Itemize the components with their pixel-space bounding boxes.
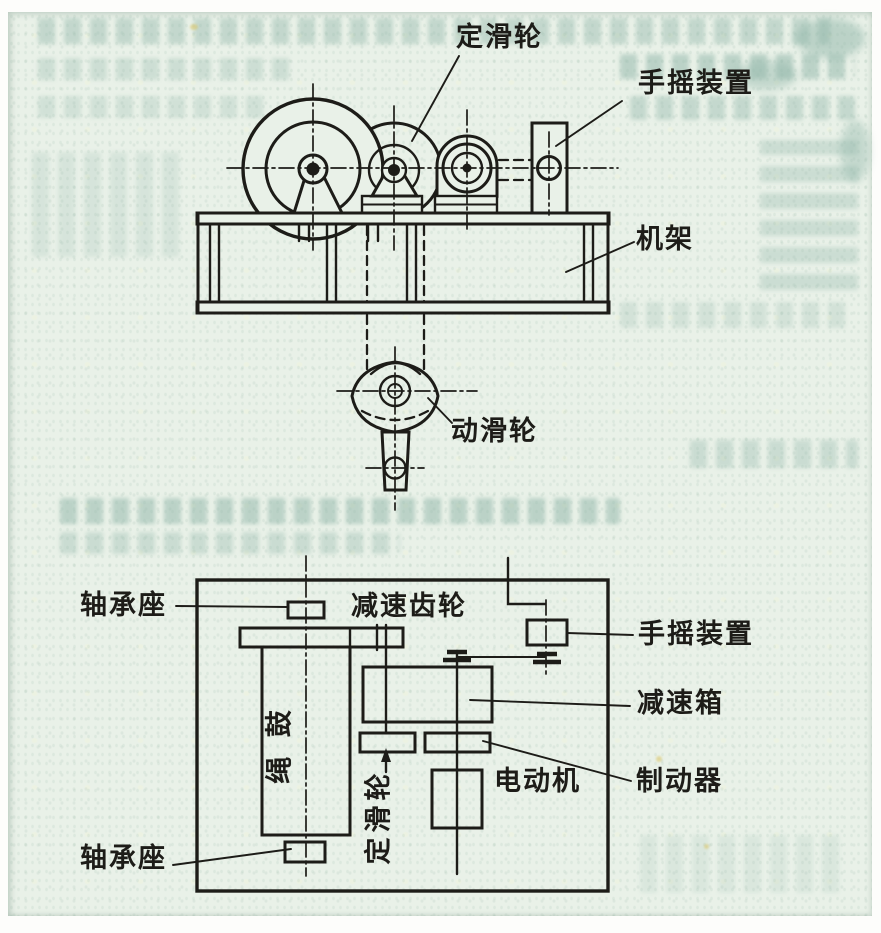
reduction-gear-shaft-bar <box>238 626 405 649</box>
paper-stain <box>656 756 662 762</box>
coupling-symbols <box>443 649 561 665</box>
movable-pulley-view <box>336 346 478 511</box>
fixed-pulley-part <box>358 731 417 754</box>
label-reduction-gear: 减速齿轮 <box>351 591 467 622</box>
label-bearing-seat-top: 轴承座 <box>80 590 167 621</box>
label-hand-crank-plan: 手摇装置 <box>638 619 754 650</box>
hand-crank-part <box>525 618 569 647</box>
label-reduction-box: 减速箱 <box>637 688 724 719</box>
label-leader-lines <box>172 55 635 866</box>
label-motor: 电动机 <box>494 766 581 797</box>
label-bearing-seat-bottom: 轴承座 <box>80 843 167 874</box>
label-hand-crank-elevation: 手摇装置 <box>638 68 754 99</box>
label-frame: 机架 <box>636 224 694 255</box>
plan-view <box>195 555 610 893</box>
label-brake: 制动器 <box>636 766 723 797</box>
label-movable-pulley: 动滑轮 <box>451 416 538 447</box>
frame-structure <box>195 211 611 315</box>
pulley-shell <box>350 360 440 434</box>
rope-drum-part <box>260 645 352 837</box>
bearing-seat-top-part <box>286 600 326 620</box>
elevation-view <box>195 83 619 372</box>
label-rope-drum-wrap: 绳 鼓 <box>248 694 312 794</box>
crank-link-line <box>506 556 547 606</box>
label-rope-drum: 绳 鼓 <box>264 704 296 784</box>
paper-stain <box>704 844 709 849</box>
label-fixed-pulley-elevation: 定滑轮 <box>456 22 543 53</box>
label-fixed-pulley-plan: 定滑轮 <box>363 768 395 864</box>
bearing-seat-bottom-part <box>283 840 327 864</box>
reduction-box-part <box>361 665 494 724</box>
arrow-up <box>381 748 391 762</box>
paper-stain <box>190 24 198 30</box>
label-fixed-pulley-plan-wrap: 定滑轮 <box>352 768 406 864</box>
plan-outline-box <box>195 578 610 893</box>
